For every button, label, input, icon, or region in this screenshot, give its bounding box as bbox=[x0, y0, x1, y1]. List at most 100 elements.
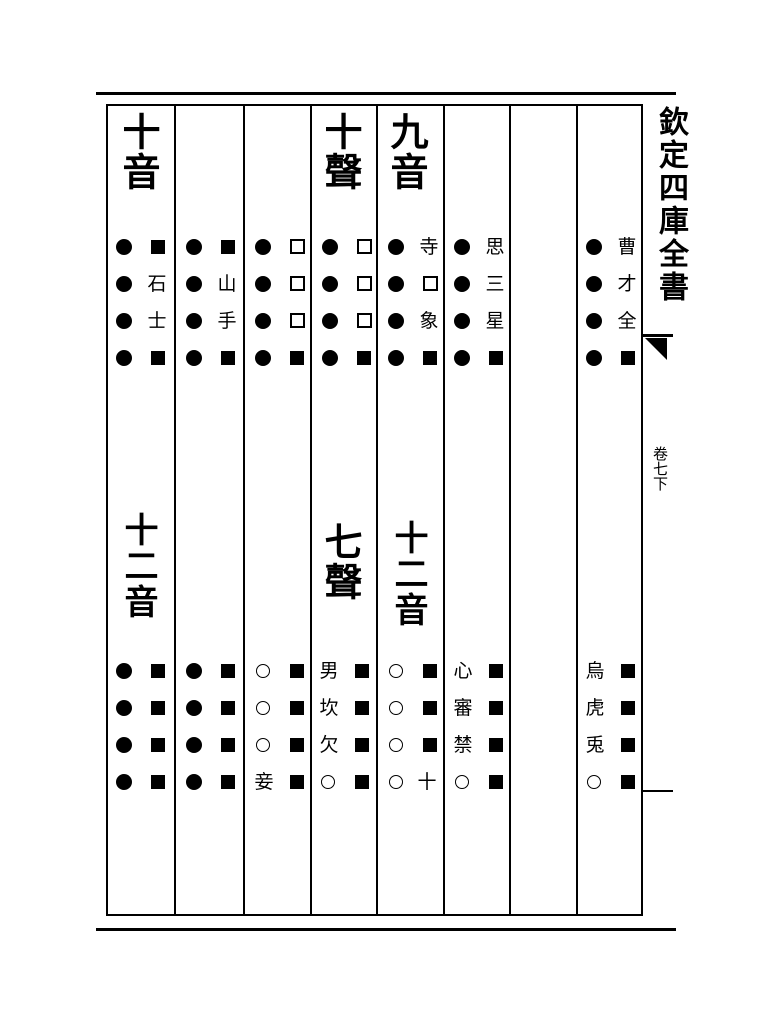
filled-dot bbox=[454, 238, 470, 255]
heading-shi-sheng: 十聲 bbox=[318, 112, 363, 192]
bottom-border bbox=[108, 914, 642, 916]
bottom-border-outer bbox=[96, 928, 676, 931]
filled-square bbox=[489, 350, 503, 365]
divider-2 bbox=[243, 104, 245, 916]
filled-dot bbox=[116, 773, 132, 790]
filled-square bbox=[221, 737, 235, 752]
filled-dot bbox=[322, 349, 338, 366]
column4-bottom-marks: 男 坎 欠 bbox=[318, 652, 372, 800]
filled-square bbox=[489, 737, 503, 752]
filled-square bbox=[355, 774, 369, 789]
volume-label: 卷七下 bbox=[651, 446, 669, 491]
open-circle bbox=[389, 700, 403, 715]
heading-shier-yin-right: 十二音 bbox=[388, 520, 428, 628]
top-border-inner bbox=[108, 104, 642, 106]
divider-7 bbox=[576, 104, 578, 916]
filled-dot bbox=[454, 275, 470, 292]
filled-dot bbox=[255, 349, 271, 366]
filled-square bbox=[355, 663, 369, 678]
open-square bbox=[289, 313, 305, 328]
open-circle bbox=[256, 737, 270, 752]
filled-dot bbox=[116, 312, 132, 329]
filled-dot bbox=[186, 275, 202, 292]
filled-dot bbox=[255, 238, 271, 255]
filled-dot bbox=[586, 238, 602, 255]
open-square bbox=[356, 276, 372, 291]
filled-dot bbox=[255, 275, 271, 292]
column8-bottom-marks: 烏 虎 兎 bbox=[584, 652, 638, 800]
column5-top-marks: 寺 象 bbox=[386, 228, 440, 376]
filled-dot bbox=[388, 349, 404, 366]
char-shi2: 士 bbox=[147, 309, 167, 332]
open-square bbox=[289, 276, 305, 291]
column1-bottom-marks bbox=[114, 652, 168, 800]
char-shi3: 十 bbox=[417, 770, 437, 793]
filled-square bbox=[355, 737, 369, 752]
right-border bbox=[641, 104, 643, 916]
filled-dot bbox=[388, 275, 404, 292]
open-square bbox=[289, 239, 305, 254]
filled-square bbox=[221, 700, 235, 715]
char-qie: 妾 bbox=[254, 770, 274, 793]
column2-bottom-marks bbox=[184, 652, 238, 800]
filled-square bbox=[355, 700, 369, 715]
filled-square bbox=[423, 737, 437, 752]
open-circle bbox=[389, 774, 403, 789]
filled-dot bbox=[186, 736, 202, 753]
open-circle bbox=[455, 774, 469, 789]
filled-dot bbox=[586, 275, 602, 292]
divider-5 bbox=[443, 104, 445, 916]
filled-square bbox=[290, 774, 304, 789]
column3-top-marks bbox=[253, 228, 307, 376]
fishtail-mark bbox=[645, 338, 667, 360]
filled-dot bbox=[186, 773, 202, 790]
char-xin: 心 bbox=[453, 659, 473, 682]
filled-dot bbox=[388, 238, 404, 255]
filled-square bbox=[621, 350, 635, 365]
book-title: 欽定四庫全書 bbox=[653, 106, 688, 304]
filled-dot bbox=[116, 349, 132, 366]
filled-dot bbox=[255, 312, 271, 329]
char-nan: 男 bbox=[319, 659, 339, 682]
filled-dot bbox=[116, 662, 132, 679]
open-square bbox=[356, 313, 372, 328]
filled-square bbox=[290, 737, 304, 752]
filled-dot bbox=[586, 349, 602, 366]
char-xiang: 象 bbox=[419, 309, 439, 332]
filled-dot bbox=[186, 238, 202, 255]
filled-dot bbox=[454, 349, 470, 366]
open-circle bbox=[256, 663, 270, 678]
filled-square bbox=[221, 350, 235, 365]
filled-square bbox=[423, 350, 437, 365]
filled-square bbox=[357, 350, 371, 365]
top-border bbox=[96, 92, 676, 95]
filled-dot bbox=[116, 699, 132, 716]
column6-bottom-marks: 心 審 禁 bbox=[452, 652, 506, 800]
open-circle bbox=[587, 774, 601, 789]
column5-bottom-marks: 十 bbox=[386, 652, 440, 800]
margin-rule-bottom bbox=[643, 790, 673, 792]
open-circle bbox=[389, 737, 403, 752]
filled-square bbox=[290, 700, 304, 715]
heading-shi-yin: 十音 bbox=[116, 112, 161, 192]
open-square bbox=[422, 276, 438, 291]
filled-square bbox=[151, 737, 165, 752]
filled-dot bbox=[388, 312, 404, 329]
open-circle bbox=[321, 774, 335, 789]
filled-dot bbox=[186, 312, 202, 329]
filled-dot bbox=[322, 275, 338, 292]
filled-square bbox=[621, 663, 635, 678]
column4-top-marks bbox=[320, 228, 374, 376]
filled-square bbox=[151, 663, 165, 678]
filled-square bbox=[151, 239, 165, 254]
heading-shier-yin-left: 十二音 bbox=[118, 512, 158, 620]
filled-square bbox=[221, 663, 235, 678]
open-circle bbox=[256, 700, 270, 715]
heading-jiu-yin: 九音 bbox=[384, 112, 429, 192]
filled-dot bbox=[116, 275, 132, 292]
filled-dot bbox=[586, 312, 602, 329]
filled-square bbox=[221, 239, 235, 254]
column2-top-marks: 山 手 bbox=[184, 228, 238, 376]
filled-dot bbox=[322, 312, 338, 329]
filled-dot bbox=[454, 312, 470, 329]
